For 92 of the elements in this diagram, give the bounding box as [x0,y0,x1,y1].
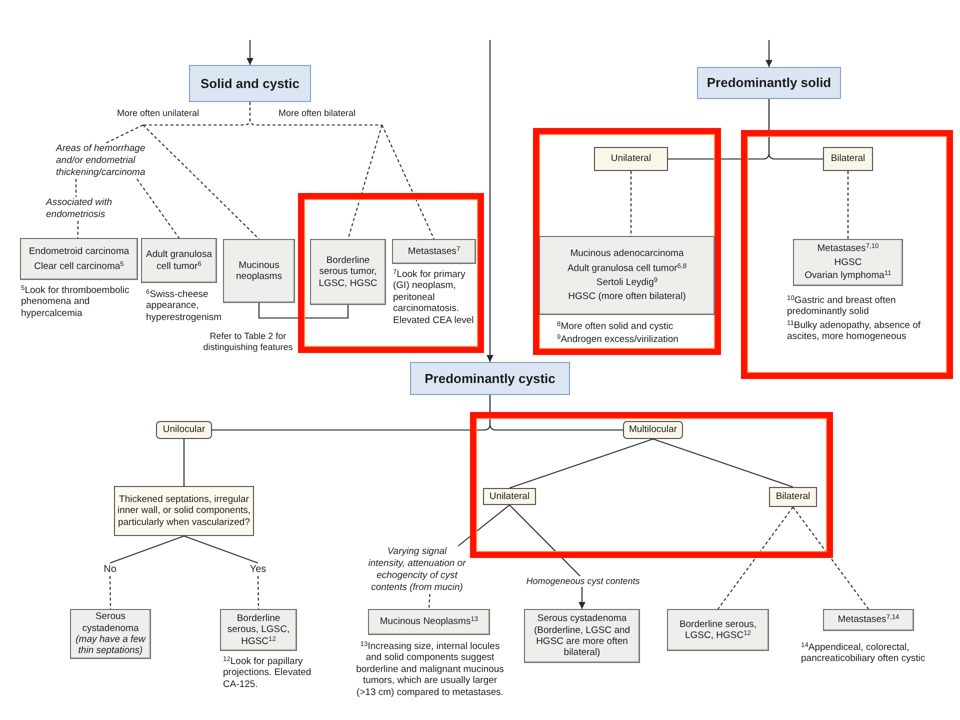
condition-text: Associated with endometriosis [46,197,126,221]
highlight-frame [533,128,721,355]
condition-text: Areas of hemorrhage and/or endometrial thickening/carcinoma [56,143,156,179]
diagnosis-text: Metastases$^{7,14}$ [838,614,900,626]
branch-box [594,147,668,171]
footnote-text: $^{6}$Swiss-cheese appearance, hyperestrogenism [146,289,223,324]
highlight-frame [470,412,833,558]
connector [847,171,849,239]
diagnosis-text: HGSC (more often bilateral) [568,291,686,303]
condition-text: Varying signal intensity, attenuation or echogencity of cyst contents (from mucin) [368,546,466,594]
diagnosis-box [223,239,295,303]
branch-label: Multilocular [628,424,678,436]
footnote-text: $^{14}$Appendiceal, colorectal, pancreaticobiliary often cystic [801,642,926,665]
footnote-text: $^{12}$Look for papillary projections. Elevated CA-125. [223,656,312,690]
diagnosis-text: Sertoli Leydig$^{9}$ [596,277,658,288]
branch-label: Unilateral [610,153,652,165]
footnote-text: $^{5}$Look for thromboembolic phenomena and hypercalcemia [21,285,130,320]
diagnosis-text: Endometroid carcinoma [28,246,130,257]
diagnosis-box [70,609,151,659]
category-box [410,362,570,395]
category-title: Predominantly solid [706,75,832,91]
footnote-text: $^{7}$Look for primary (GI) neoplasm, peritoneal carcinomatosis. Elevated CEA level [393,269,475,326]
diagnosis-text: (Borderline, LGSC and HGSC are more often bilateral) [532,624,632,659]
arrow [766,40,772,67]
question-box [114,486,254,536]
diagnosis-text: Borderline serous, LGSC, HGSC$^{12}$ [226,612,291,648]
connector [257,576,260,609]
connector [142,124,260,240]
connector [258,303,349,319]
answer-label: No [100,563,120,576]
connector [136,178,180,238]
diagnosis-text: Serous cystadenoma [537,613,627,625]
footnote-text: $^{9}$Androgen excess/virilization [557,334,680,346]
category-title: Solid and cystic [200,76,300,92]
connector [75,179,77,197]
connector [718,506,794,610]
diagnosis-text: Metastases$^{7,10}$ [817,243,879,255]
answer-label: Yes [246,563,270,576]
diagnosis-text: Metastases$^{7}$ [408,246,460,258]
branch-label: Bilateral [776,491,810,503]
diagnosis-text: Mucinous adenocarcinoma [570,248,684,260]
connector [142,101,383,126]
connector [183,439,185,486]
branch-box [156,421,212,439]
diagnosis-text: Adult granulosa cell tumor$^{6,8}$ [567,262,687,274]
diagnosis-text: Clear cell carcinoma$^{5}$ [34,261,124,272]
branch-box [823,147,873,171]
connector [110,535,184,564]
diagnosis-text: Mucinous Neoplasms$^{13}$ [380,616,478,628]
highlight-frame [298,193,484,353]
diagnosis-box [524,609,640,663]
branch-label: Bilateral [830,153,866,165]
connector [768,99,823,160]
connector [489,395,623,431]
diagnosis-box [667,609,769,651]
question-text: Thickened septations, irregular inner wall, or solid components, particularly when vascularized? [117,494,251,528]
branch-box [769,487,817,507]
connector [792,506,869,610]
diagnosis-text: Borderline serous tumor, LGSC, HGSC [318,254,378,290]
diagnosis-box [310,239,386,305]
diagnosis-text: Serous cystadenoma [81,611,140,634]
connector [77,221,79,238]
connector [347,124,383,240]
footnote-text: $^{11}$Bulky adenopathy, absence of ascites, more homogeneous [787,320,922,343]
branch-label: Unilocular [162,424,206,436]
connector [630,171,632,236]
diagnosis-text: Borderline serous, LGSC, HGSC$^{12}$ [678,618,758,642]
diagnosis-text: Mucinous neoplasms [235,260,283,282]
connector [184,535,258,564]
connector [652,438,794,488]
arrow [486,40,494,362]
footnote-text: $^{10}$Gastric and breast often predominantly solid [787,295,897,318]
footnote-text: $^{13}$Increasing size, internal locules and solid components suggest borderline and malignant mucinous tumors, which are usually larger (>13 cm) compared to metastases. [355,641,505,698]
footnote-text: $^{8}$More often solid and cystic [557,321,674,332]
branch-box [483,488,536,505]
category-title: Predominantly cystic [424,370,556,386]
diagnosis-text: (may have a few thin septations) [74,634,147,657]
connector [106,124,144,144]
diagnosis-text: HGSC [834,256,862,268]
category-box [189,65,311,102]
diagnosis-text: Ovarian lymphoma$^{11}$ [804,270,892,282]
connector [109,576,112,609]
connector [428,594,430,610]
highlight-frame [741,130,953,379]
arrow [246,40,254,65]
branch-box [623,421,683,439]
diagnosis-text: Adult granulosa cell tumor$^{6}$ [144,249,214,272]
category-box [697,67,841,99]
connector [509,438,654,489]
branch-label: Unilateral [489,490,530,502]
connector [382,124,434,240]
connector [458,504,510,546]
